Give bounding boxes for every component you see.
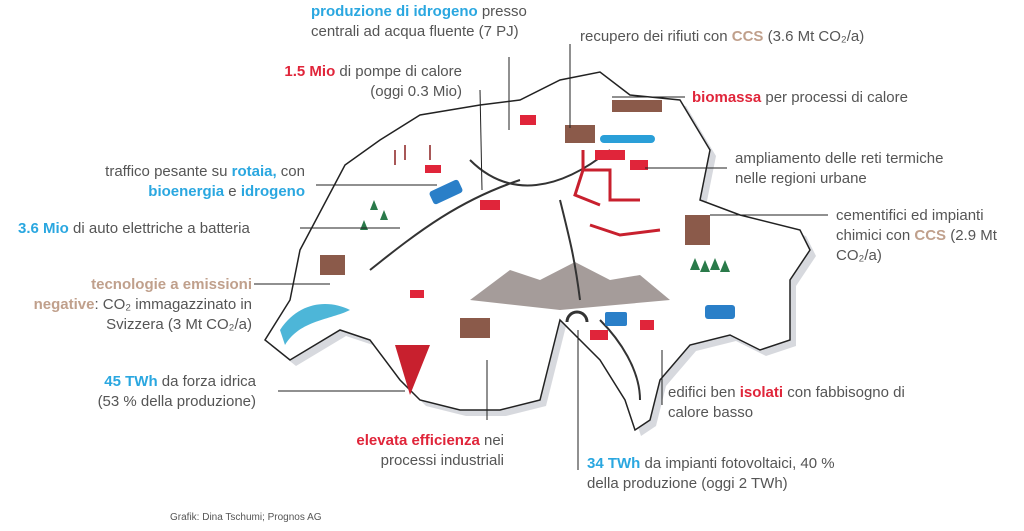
label-cement-ccs: cementifici ed impianti chimici con CCS … <box>836 206 997 266</box>
label-biomass: biomassa per processi di calore <box>692 88 908 108</box>
text: processi industriali <box>380 452 504 469</box>
train-icon <box>429 179 463 205</box>
highlight: tecnologie a emissioni <box>91 276 252 293</box>
highlight: CCS <box>731 28 764 45</box>
bus-icon <box>605 312 627 326</box>
text: con fabbisogno di <box>783 384 905 401</box>
text: (2.9 Mt <box>946 227 997 244</box>
dam-icon <box>395 345 430 395</box>
alps-mountains <box>470 262 670 310</box>
bus-icon <box>705 305 735 319</box>
label-solar-pv: 34 TWh da impianti fotovoltaici, 40 % de… <box>587 454 835 494</box>
wind-turbine-icons <box>394 145 431 165</box>
text: di pompe di calore <box>335 63 462 80</box>
highlight: produzione di idrogeno <box>311 3 478 20</box>
text: nei <box>479 432 504 449</box>
highlight: rotaia, <box>231 163 277 180</box>
text: e <box>224 183 241 200</box>
text: Svizzera (3 Mt CO₂/a) <box>106 316 252 333</box>
forest <box>360 200 730 272</box>
highlight: elevata efficienza <box>356 432 480 449</box>
text: (3.6 Mt CO₂/a) <box>763 28 865 45</box>
text: : CO₂ immagazzinato in <box>94 296 252 313</box>
label-heat-pumps: 1.5 Mio di pompe di calore (oggi 0.3 Mio… <box>284 62 462 102</box>
label-freight-rail: traffico pesante su rotaia, con bioenerg… <box>105 162 305 202</box>
highlight: 3.6 Mio <box>18 220 69 237</box>
highlight: CCS <box>914 227 947 244</box>
text: traffico pesante su <box>105 163 232 180</box>
label-hydropower: 45 TWh da forza idrica (53 % della produ… <box>98 372 256 412</box>
text: calore basso <box>668 404 754 421</box>
label-industrial-efficiency: elevata efficienza nei processi industri… <box>356 431 504 471</box>
text: cementifici ed impianti <box>836 207 984 224</box>
label-negative-emissions: tecnologie a emissioni negative: CO₂ imm… <box>34 275 252 335</box>
lake-geneva <box>280 304 350 345</box>
text: di auto elettriche a batteria <box>68 220 250 237</box>
highlight: idrogeno <box>240 183 305 200</box>
text: recupero dei rifiuti con <box>580 28 732 45</box>
roads-and-rail <box>369 149 641 401</box>
label-hydrogen-production: produzione di idrogeno presso centrali a… <box>311 2 527 42</box>
houses <box>410 115 654 340</box>
text: per processi di calore <box>761 89 908 106</box>
tunnel-icon <box>565 310 589 323</box>
label-electric-cars: 3.6 Mio di auto elettriche a batteria <box>18 219 250 239</box>
highlight: negative <box>33 296 95 313</box>
train-icon <box>600 135 655 143</box>
factory-icon <box>320 100 710 338</box>
text: (53 % della produzione) <box>97 393 256 410</box>
label-insulated-buildings: edifici ben isolati con fabbisogno di ca… <box>668 383 905 423</box>
label-waste-ccs: recupero dei rifiuti con CCS (3.6 Mt CO₂… <box>580 27 864 47</box>
text: centrali ad acqua fluente (7 PJ) <box>311 23 519 40</box>
highlight: isolati <box>739 384 784 401</box>
highlight: 45 TWh <box>104 373 158 390</box>
text: (oggi 0.3 Mio) <box>370 83 462 100</box>
leader-lines <box>254 44 828 470</box>
text: con <box>276 163 305 180</box>
highlight: 1.5 Mio <box>284 63 336 80</box>
text: da forza idrica <box>157 373 256 390</box>
text: nelle regioni urbane <box>735 170 867 187</box>
text: CO₂/a) <box>836 247 882 264</box>
text: ampliamento delle reti termiche <box>735 150 944 167</box>
highlight: biomassa <box>692 89 762 106</box>
text: chimici con <box>836 227 915 244</box>
text: presso <box>477 3 527 20</box>
graphic-credit: Grafik: Dina Tschumi; Prognos AG <box>170 512 322 523</box>
heat-network-pipes <box>573 150 661 237</box>
highlight: 34 TWh <box>587 455 641 472</box>
text: edifici ben <box>668 384 740 401</box>
label-heat-networks: ampliamento delle reti termiche nelle re… <box>735 149 943 189</box>
highlight: bioenergia <box>148 183 225 200</box>
text: da impianti fotovoltaici, 40 % <box>640 455 835 472</box>
switzerland-outline <box>264 71 811 432</box>
text: della produzione (oggi 2 TWh) <box>587 475 788 492</box>
